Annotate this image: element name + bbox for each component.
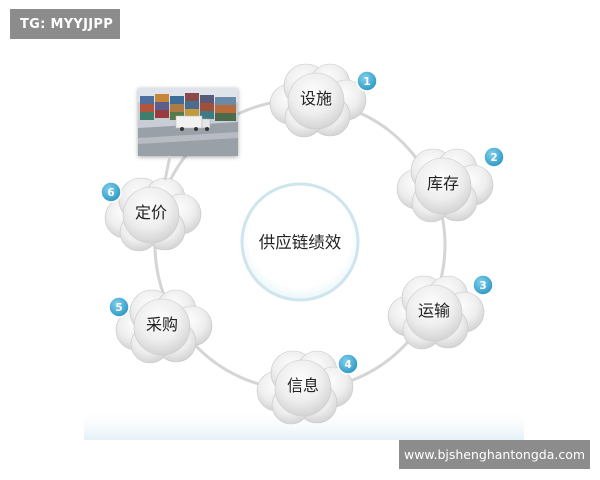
number-badge: 2 <box>483 146 505 168</box>
number-badge: 3 <box>472 274 494 296</box>
watermark-website: www.bjshenghantongda.com <box>399 440 590 469</box>
number-badge: 4 <box>337 353 359 375</box>
node-label: 运输 <box>418 301 450 320</box>
node-label: 采购 <box>146 315 178 334</box>
node-facilities: 设施 1 <box>269 63 378 138</box>
number-badge: 6 <box>100 181 122 203</box>
badge-number: 5 <box>115 302 122 314</box>
center-label: 供应链绩效 <box>259 233 342 252</box>
badge-number: 1 <box>363 76 370 88</box>
badge-number: 2 <box>490 152 497 164</box>
node-label: 信息 <box>287 376 319 395</box>
node-information: 信息 4 <box>256 350 359 425</box>
node-transportation: 运输 3 <box>387 274 494 350</box>
number-badge: 5 <box>108 296 130 318</box>
node-pricing: 定价 6 <box>100 177 202 252</box>
node-procurement: 采购 5 <box>108 289 213 364</box>
node-label: 库存 <box>427 174 459 193</box>
container-yard-photo <box>138 88 238 156</box>
center-node: 供应链绩效 <box>240 182 360 302</box>
node-label: 定价 <box>135 203 167 222</box>
node-inventory: 库存 2 <box>396 146 505 223</box>
watermark-tag: TG: MYYJJPP <box>10 9 120 39</box>
node-label: 设施 <box>300 89 332 108</box>
badge-number: 3 <box>479 280 486 292</box>
badge-number: 4 <box>344 359 351 371</box>
number-badge: 1 <box>356 70 378 92</box>
badge-number: 6 <box>107 187 114 199</box>
